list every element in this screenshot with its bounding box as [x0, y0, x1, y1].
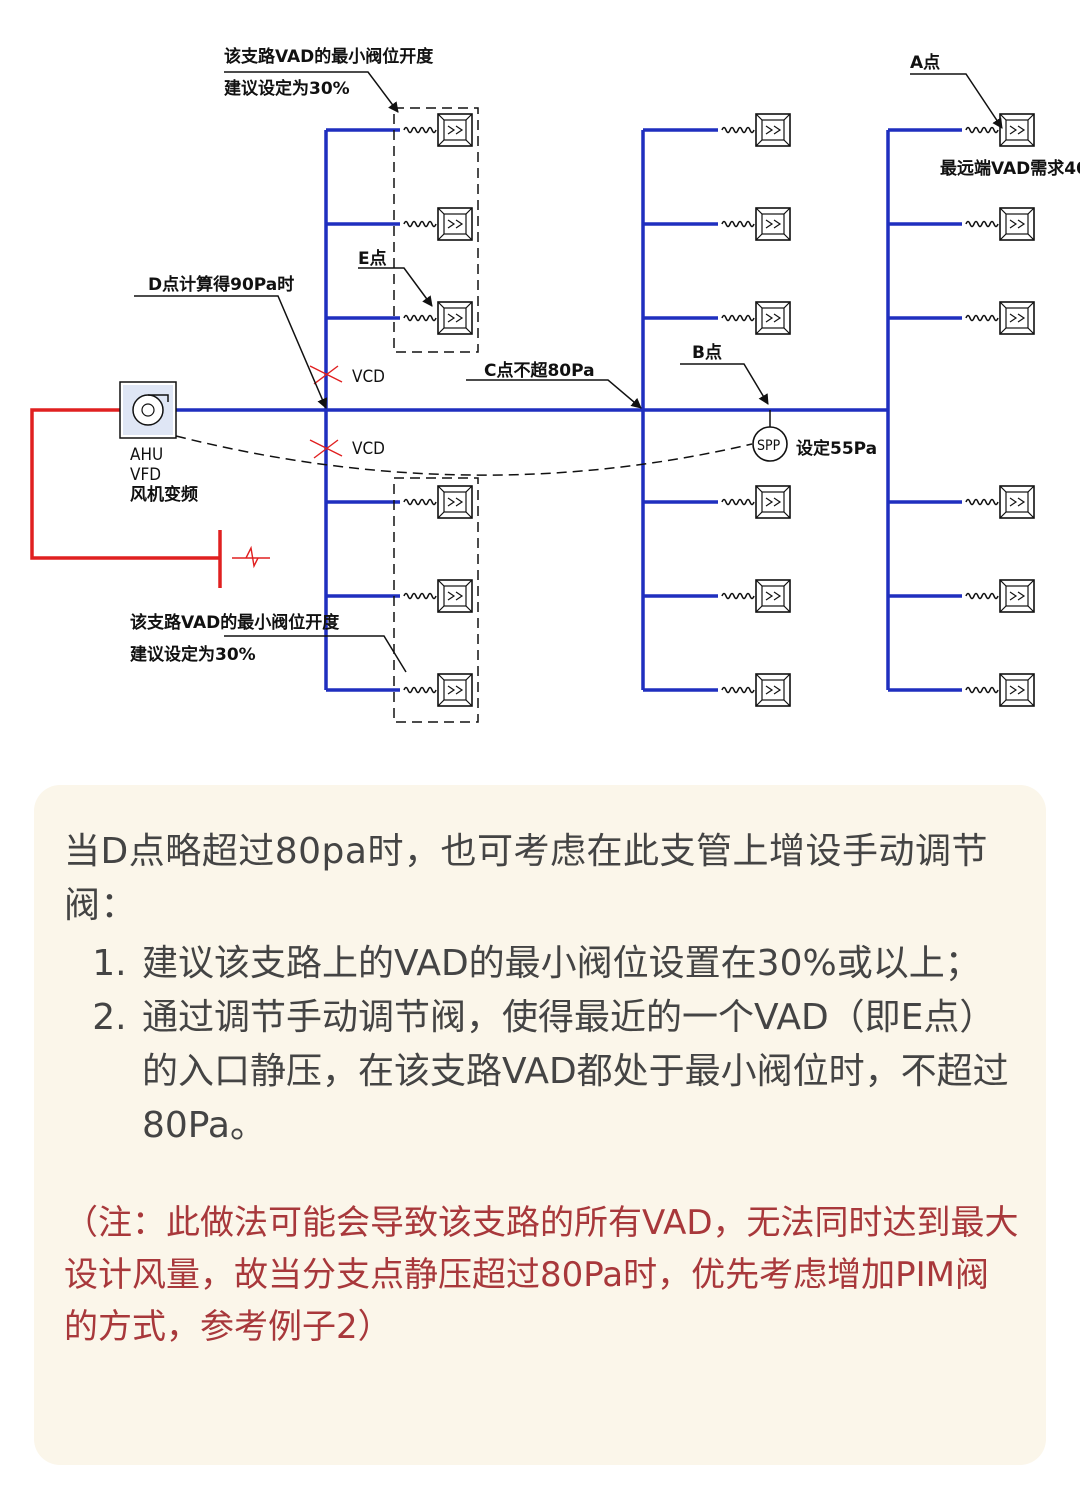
point-a-label: A点: [910, 52, 940, 73]
note-text: （注：此做法可能会导致该支路的所有VAD，无法同时达到最大设计风量，故当分支点静…: [64, 1203, 1019, 1347]
step-item: 通过调节手动调节阀，使得最近的一个VAD（即E点）的入口静压，在该支路VAD都处…: [138, 991, 1022, 1153]
signal-line: [175, 435, 753, 476]
branch-min-bottom-line1: 该支路VAD的最小阀位开度: [130, 612, 340, 633]
point-d-label: D点计算得90Pa时: [148, 274, 294, 295]
vfd-label: VFD: [130, 465, 161, 485]
point-c-label: C点不超80Pa: [484, 360, 595, 381]
branch-group-bottom: [393, 477, 479, 723]
ahu-label: AHU: [130, 445, 163, 465]
branch-group-top: [393, 107, 479, 353]
explanation-card: 当D点略超过80pa时，也可考虑在此支管上增设手动调节阀： 建议该支路上的VAD…: [34, 785, 1046, 1465]
fan-vfd-label: 风机变频: [130, 484, 198, 505]
point-a-note: 最远端VAD需求40Pa: [940, 158, 1080, 179]
signal-icon: [232, 545, 270, 569]
intro-text: 当D点略超过80pa时，也可考虑在此支管上增设手动调节阀：: [64, 831, 988, 926]
point-e-label: E点: [358, 248, 387, 269]
spp-setpoint-label: 设定55Pa: [796, 438, 877, 459]
branch-min-bottom-line2: 建议设定为30%: [130, 644, 256, 665]
static-pressure-sensor-icon: [752, 426, 788, 462]
vcd-top-label: VCD: [352, 367, 385, 387]
fan-icon: [119, 381, 177, 439]
step-item: 建议该支路上的VAD的最小阀位设置在30%或以上；: [138, 937, 1022, 991]
branch-min-top-line2: 建议设定为30%: [224, 78, 350, 99]
branch-min-top-line1: 该支路VAD的最小阀位开度: [224, 46, 434, 67]
steps-list: 建议该支路上的VAD的最小阀位设置在30%或以上； 通过调节手动调节阀，使得最近…: [64, 937, 1022, 1153]
vav-duct-diagram: 该支路VAD的最小阀位开度 建议设定为30% A点 最远端VAD需求40Pa E…: [30, 46, 1080, 723]
volume-control-damper-icon: [309, 365, 343, 459]
spp-label: SPP: [757, 438, 781, 454]
control-wire: [30, 408, 220, 560]
point-b-label: B点: [692, 342, 722, 363]
vcd-bottom-label: VCD: [352, 439, 385, 459]
